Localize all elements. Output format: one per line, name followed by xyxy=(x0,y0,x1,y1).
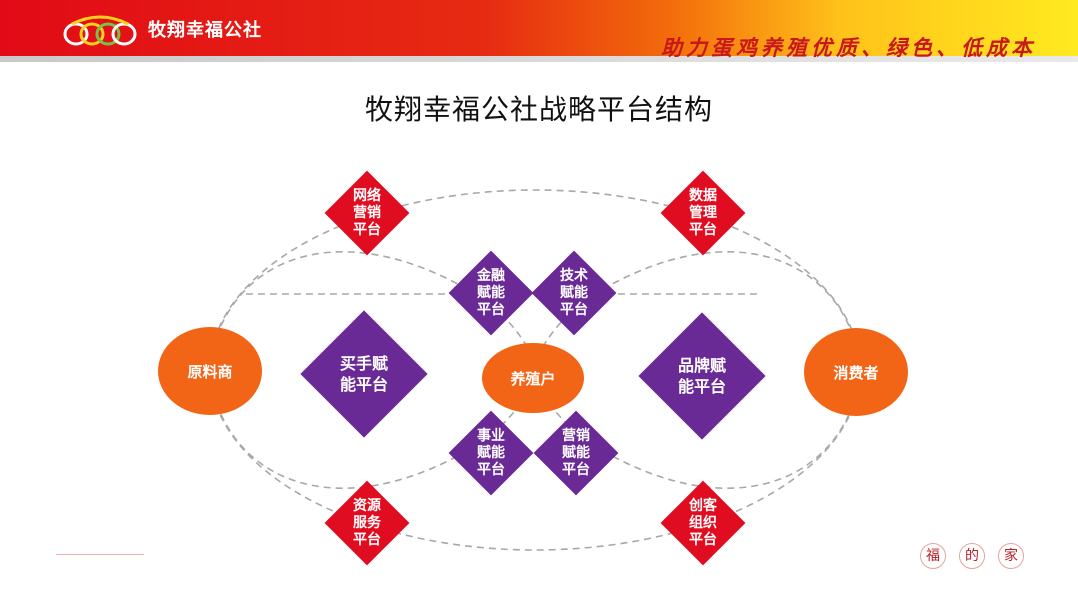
footer-seal-1: 福 xyxy=(920,543,946,569)
node-network-marketing-label: 网络 营销 平台 xyxy=(353,187,381,238)
node-startup-org: 创客 组织 平台 xyxy=(660,480,746,566)
footer-divider xyxy=(56,554,144,555)
node-consumer: 消费者 xyxy=(804,328,908,416)
node-resource-service: 资源 服务 平台 xyxy=(324,480,410,566)
node-tech-label: 技术 赋能 平台 xyxy=(560,267,588,318)
node-marketing: 营销 赋能 平台 xyxy=(533,410,619,496)
node-buyer: 买手赋 能平台 xyxy=(300,310,428,438)
node-finance: 金融 赋能 平台 xyxy=(448,250,534,336)
node-supplier-label: 原料商 xyxy=(187,362,233,381)
node-farmer-label: 养殖户 xyxy=(510,369,556,388)
slogan-text: 助力蛋鸡养殖优质、绿色、低成本 xyxy=(661,35,1036,60)
node-farmer: 养殖户 xyxy=(482,343,584,413)
footer-seal-3: 家 xyxy=(998,543,1024,569)
node-marketing-label: 营销 赋能 平台 xyxy=(562,427,590,478)
node-data-management-label: 数据 管理 平台 xyxy=(689,187,717,238)
page-title: 牧翔幸福公社战略平台结构 xyxy=(364,93,713,126)
slogan-area: 助力蛋鸡养殖优质、绿色、低成本 xyxy=(560,14,1078,60)
node-brand: 品牌赋 能平台 xyxy=(638,312,766,440)
node-career-label: 事业 赋能 平台 xyxy=(477,427,505,478)
node-consumer-label: 消费者 xyxy=(833,363,879,382)
node-tech: 技术 赋能 平台 xyxy=(531,250,617,336)
footer-seal-2: 的 xyxy=(959,543,985,569)
node-network-marketing: 网络 营销 平台 xyxy=(324,170,410,256)
node-data-management: 数据 管理 平台 xyxy=(660,170,746,256)
node-supplier: 原料商 xyxy=(158,327,262,415)
node-career: 事业 赋能 平台 xyxy=(448,410,534,496)
node-finance-label: 金融 赋能 平台 xyxy=(477,267,505,318)
header-bottom-strip xyxy=(0,56,1078,62)
brand-name: 牧翔幸福公社 xyxy=(148,20,262,41)
header-banner: 牧翔幸福公社 助力蛋鸡养殖优质、绿色、低成本 xyxy=(0,0,1078,62)
rings-logo-icon xyxy=(63,15,137,46)
node-startup-org-label: 创客 组织 平台 xyxy=(689,497,717,548)
node-buyer-label: 买手赋 能平台 xyxy=(339,354,388,394)
node-resource-service-label: 资源 服务 平台 xyxy=(353,497,381,548)
node-brand-label: 品牌赋 能平台 xyxy=(677,356,726,396)
header-background xyxy=(0,0,1078,62)
